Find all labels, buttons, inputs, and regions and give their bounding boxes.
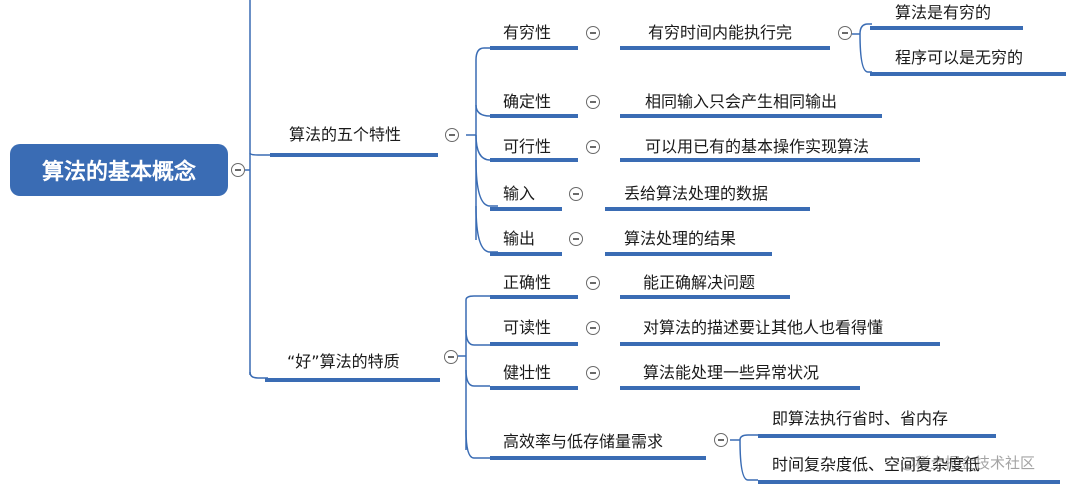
node-output-detail[interactable]: 算法处理的结果: [624, 229, 737, 248]
node-feasible-detail[interactable]: 可以用已有的基本操作实现算法: [645, 137, 870, 156]
collapse-icon[interactable]: [586, 140, 600, 154]
node-efficiency-sub1[interactable]: 即算法执行省时、省内存: [772, 409, 949, 428]
collapse-icon[interactable]: [569, 232, 583, 246]
watermark: @稀土掘金技术社区: [900, 454, 1036, 472]
node-finite-detail[interactable]: 有穷时间内能执行完: [648, 23, 793, 42]
node-correctness-detail[interactable]: 能正确解决问题: [643, 273, 756, 292]
collapse-icon[interactable]: [838, 26, 852, 40]
node-correctness[interactable]: 正确性: [503, 273, 552, 292]
node-robustness[interactable]: 健壮性: [503, 363, 552, 382]
branch-good-algorithm[interactable]: “好”算法的特质: [287, 352, 400, 371]
collapse-icon[interactable]: [231, 163, 245, 177]
node-output[interactable]: 输出: [503, 229, 536, 248]
node-efficiency-sub2[interactable]: 时间复杂度低、空间复杂度低: [772, 455, 981, 474]
node-input[interactable]: 输入: [503, 184, 536, 203]
collapse-icon[interactable]: [586, 366, 600, 380]
root-node-label: 算法的基本概念: [41, 160, 196, 185]
node-finite[interactable]: 有穷性: [503, 23, 552, 42]
node-finite-sub2[interactable]: 程序可以是无穷的: [895, 48, 1024, 67]
collapse-icon[interactable]: [586, 95, 600, 109]
node-efficiency[interactable]: 高效率与低存储量需求: [503, 432, 664, 451]
branch-five-properties[interactable]: 算法的五个特性: [289, 125, 402, 144]
root-node[interactable]: 算法的基本概念: [10, 144, 228, 196]
node-deterministic[interactable]: 确定性: [503, 92, 552, 111]
collapse-icon[interactable]: [444, 350, 458, 364]
collapse-icon[interactable]: [445, 128, 459, 142]
collapse-icon[interactable]: [714, 433, 728, 447]
node-readability-detail[interactable]: 对算法的描述要让其他人也看得懂: [643, 318, 884, 337]
collapse-icon[interactable]: [586, 321, 600, 335]
node-robustness-detail[interactable]: 算法能处理一些异常状况: [643, 363, 820, 382]
node-deterministic-detail[interactable]: 相同输入只会产生相同输出: [645, 92, 838, 111]
node-readability[interactable]: 可读性: [503, 318, 552, 337]
node-finite-sub1[interactable]: 算法是有穷的: [895, 3, 992, 22]
collapse-icon[interactable]: [586, 26, 600, 40]
collapse-icon[interactable]: [569, 187, 583, 201]
collapse-icon[interactable]: [586, 276, 600, 290]
node-feasible[interactable]: 可行性: [503, 137, 552, 156]
node-input-detail[interactable]: 丢给算法处理的数据: [624, 184, 769, 203]
